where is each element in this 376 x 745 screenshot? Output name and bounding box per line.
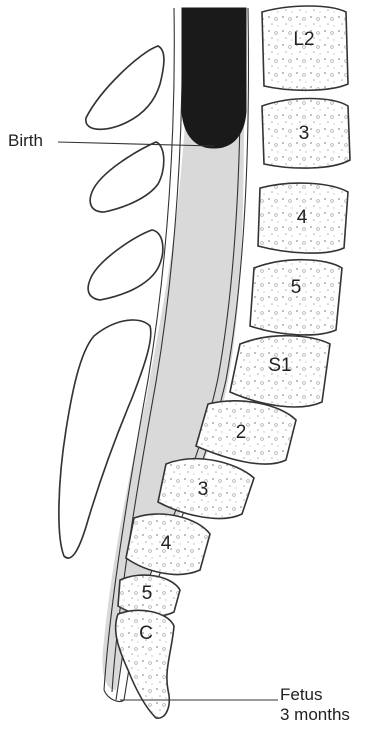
vertebra-label: L2 xyxy=(293,29,314,50)
vertebra-S5: 5 xyxy=(118,575,180,616)
fetus-age-label: 3 months xyxy=(280,705,350,724)
vertebra-label: S1 xyxy=(268,355,291,376)
birth-label: Birth xyxy=(8,131,43,150)
vertebra-label: 4 xyxy=(161,533,172,554)
vertebra-S3: 3 xyxy=(158,459,254,519)
vertebra-label: 3 xyxy=(198,479,209,500)
vertebra-S1: S1 xyxy=(230,336,330,407)
vertebra-L5: 5 xyxy=(250,260,342,335)
vertebra-S2: 2 xyxy=(196,401,296,464)
vertebra-label: 5 xyxy=(142,583,153,604)
fetus-label: Fetus xyxy=(280,685,323,704)
vertebra-label: 5 xyxy=(291,277,302,298)
vertebra-label: C xyxy=(139,623,153,644)
vertebra-label: 2 xyxy=(236,422,247,443)
vertebra-label: 3 xyxy=(299,123,310,144)
spinal-cord-birth xyxy=(182,8,246,148)
vertebra-L4: 4 xyxy=(258,183,348,253)
vertebra-L2: L2 xyxy=(262,6,348,90)
vertebra-S4: 4 xyxy=(126,514,210,574)
vertebra-label: 4 xyxy=(297,207,308,228)
vertebra-L3: 3 xyxy=(262,99,350,169)
